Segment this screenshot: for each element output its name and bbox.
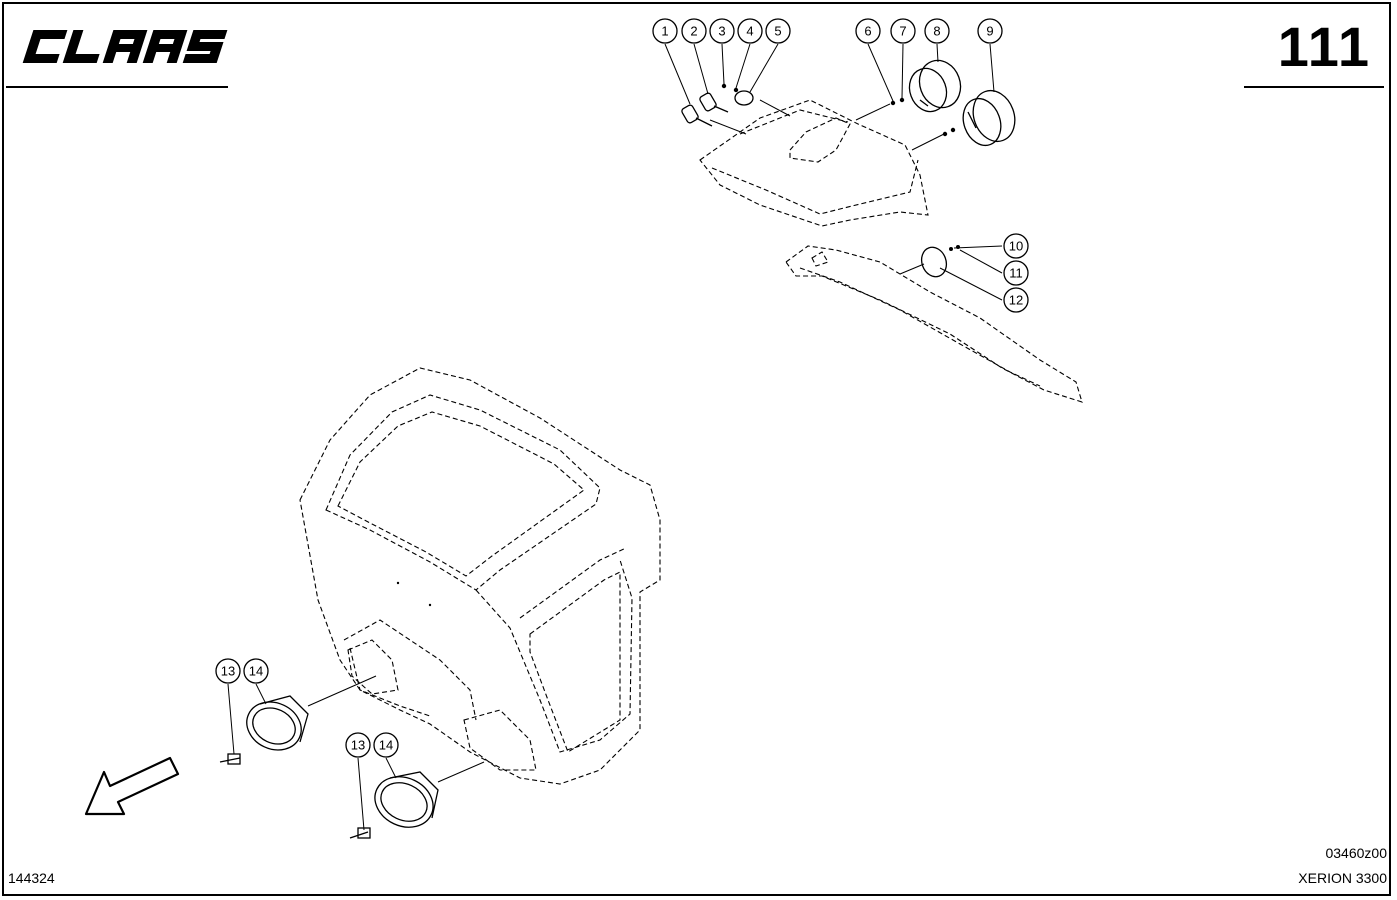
svg-text:3: 3 xyxy=(718,24,725,39)
callout-1: 1 xyxy=(652,18,678,44)
cover-plate-12 xyxy=(920,246,948,278)
callout-6: 6 xyxy=(855,18,881,44)
svg-text:14: 14 xyxy=(379,738,393,753)
side-panel xyxy=(785,245,1083,403)
svg-text:14: 14 xyxy=(249,664,263,679)
callout-13-lower: 13 xyxy=(345,732,371,758)
switch-1-icon xyxy=(681,104,713,127)
page-number: 111 xyxy=(1277,15,1371,78)
svg-text:5: 5 xyxy=(774,24,781,39)
svg-text:6: 6 xyxy=(864,24,871,39)
svg-text:1: 1 xyxy=(661,24,668,39)
svg-text:4: 4 xyxy=(746,24,753,39)
gauge-8-icon xyxy=(908,59,962,113)
washer-4 xyxy=(733,87,739,93)
cab-outline xyxy=(299,367,661,785)
nut-6 xyxy=(890,100,896,106)
model-name: XERION 3300 xyxy=(1298,870,1387,886)
callout-10: 10 xyxy=(1003,233,1029,259)
dashboard-housing xyxy=(699,99,929,227)
svg-text:9: 9 xyxy=(986,24,993,39)
nut-9a xyxy=(942,131,948,137)
logo-underline xyxy=(6,86,228,88)
svg-text:7: 7 xyxy=(899,24,906,39)
callout-13-upper: 13 xyxy=(215,658,241,684)
cover-plate-5 xyxy=(734,90,754,106)
callout-12: 12 xyxy=(1003,287,1029,313)
svg-text:12: 12 xyxy=(1009,293,1023,308)
direction-arrow-icon xyxy=(84,756,180,816)
page-number-underline xyxy=(1244,86,1384,88)
claas-logo xyxy=(18,22,238,70)
washer-7 xyxy=(899,97,905,103)
svg-text:8: 8 xyxy=(933,24,940,39)
svg-text:13: 13 xyxy=(221,664,235,679)
svg-text:13: 13 xyxy=(351,738,365,753)
document-number: 144324 xyxy=(8,870,55,886)
callout-9: 9 xyxy=(977,18,1003,44)
nut-9b xyxy=(950,127,956,133)
svg-text:2: 2 xyxy=(690,24,697,39)
callout-7: 7 xyxy=(890,18,916,44)
work-light-upper-icon xyxy=(219,695,309,765)
svg-text:11: 11 xyxy=(1009,266,1023,281)
screw-3 xyxy=(721,83,727,89)
washer-11 xyxy=(956,245,960,249)
screw-10 xyxy=(949,247,953,251)
callout-14-lower: 14 xyxy=(373,732,399,758)
svg-text:10: 10 xyxy=(1009,239,1023,254)
callout-8: 8 xyxy=(924,18,950,44)
callout-5: 5 xyxy=(765,18,791,44)
leader-lines xyxy=(227,43,1003,831)
callout-14-upper: 14 xyxy=(243,658,269,684)
switch-2-icon xyxy=(699,92,729,113)
callout-3: 3 xyxy=(709,18,735,44)
callout-2: 2 xyxy=(681,18,707,44)
callout-4: 4 xyxy=(737,18,763,44)
drawing-code: 03460z00 xyxy=(1325,845,1387,861)
callout-11: 11 xyxy=(1003,260,1029,286)
gauge-9-icon xyxy=(962,89,1016,147)
